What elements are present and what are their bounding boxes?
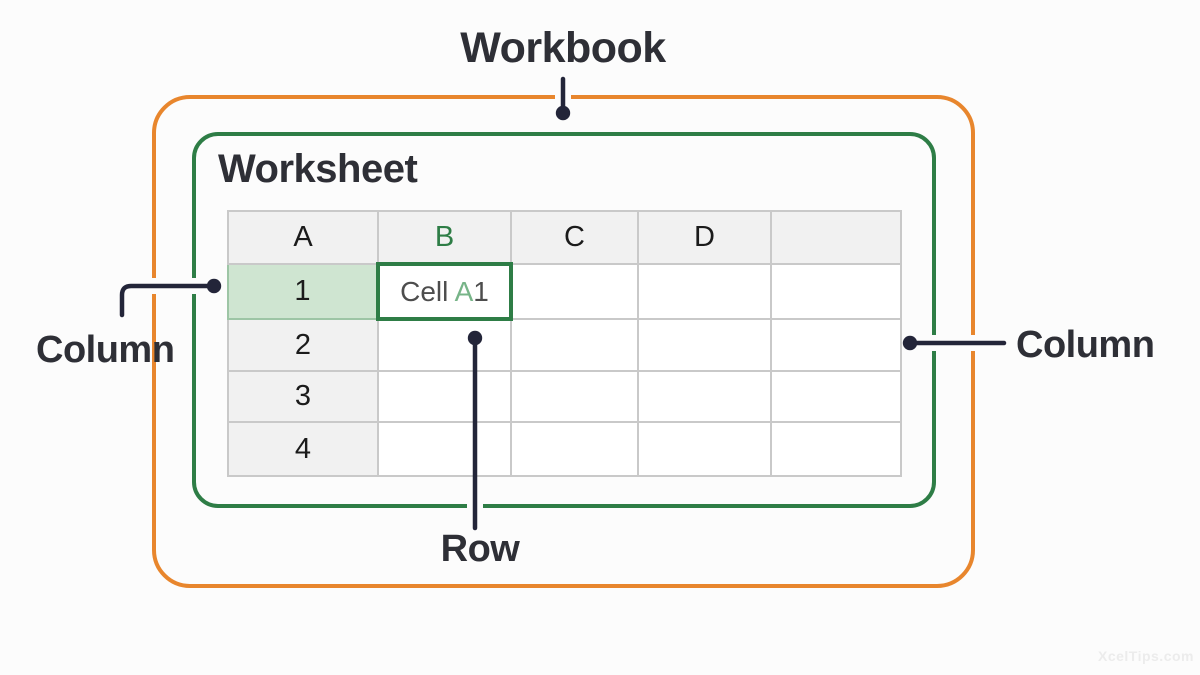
column-header-a: A <box>227 210 379 265</box>
cell <box>510 370 639 423</box>
cell <box>510 263 639 320</box>
watermark: XcelTips.com <box>1097 648 1194 664</box>
cell <box>377 318 512 372</box>
cell <box>510 421 639 477</box>
row-header-4: 4 <box>227 421 379 477</box>
column-header-blank <box>770 210 902 265</box>
sheet-row-3: 3 <box>227 370 902 423</box>
row-header-3: 3 <box>227 370 379 423</box>
cell <box>377 421 512 477</box>
cell <box>770 370 902 423</box>
column-label-left: Column <box>36 329 175 371</box>
cell <box>770 421 902 477</box>
workbook-title: Workbook <box>460 24 666 72</box>
column-header-d: D <box>637 210 772 265</box>
worksheet-outline-box <box>192 132 936 508</box>
column-header-row: A B C D <box>227 210 902 265</box>
cell-ref-column: A <box>454 275 474 307</box>
cell <box>637 263 772 320</box>
selected-cell-b1: Cell A1 <box>376 262 513 321</box>
column-header-b: B <box>377 210 512 265</box>
cell-text-prefix: Cell <box>400 275 455 307</box>
cell <box>637 421 772 477</box>
row-header-1: 1 <box>227 263 379 320</box>
sheet-row-4: 4 <box>227 421 902 477</box>
sheet-row-2: 2 <box>227 318 902 372</box>
worksheet-title: Worksheet <box>218 147 418 191</box>
column-label-right: Column <box>1016 324 1155 366</box>
row-label: Row <box>440 528 520 570</box>
cell <box>637 318 772 372</box>
cell <box>377 370 512 423</box>
cell <box>770 318 902 372</box>
sheet-row-1: 1 Cell A1 <box>227 262 902 321</box>
spreadsheet-grid: A B C D 1 Cell A1 2 3 4 <box>227 210 902 477</box>
row-header-2: 2 <box>227 318 379 372</box>
column-header-c: C <box>510 210 639 265</box>
cell <box>510 318 639 372</box>
cell <box>637 370 772 423</box>
cell <box>770 263 902 320</box>
cell-ref-row: 1 <box>473 275 489 307</box>
